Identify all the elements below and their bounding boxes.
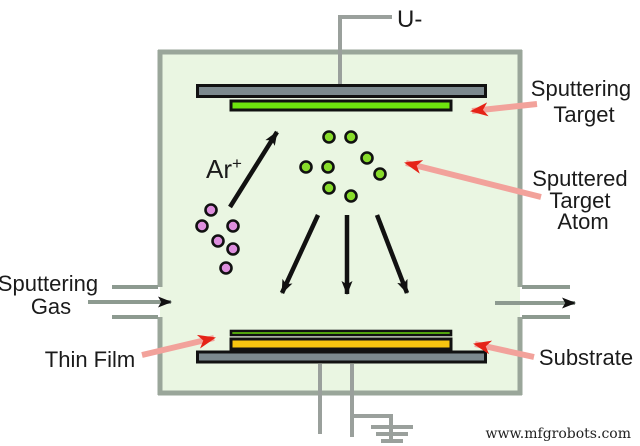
sputtering-gas-label-line2: Gas [31, 294, 71, 319]
thin-film-pointer-arrow [141, 334, 216, 358]
argon-ion-particle [195, 219, 209, 233]
sputtered-atom-particle [322, 130, 336, 144]
thin-film [229, 329, 453, 337]
substrate-label: Substrate [539, 345, 633, 370]
gas-outlet-pipe [522, 285, 570, 319]
thin-film-label: Thin Film [45, 347, 135, 372]
argon-ion-label-base: Ar [206, 154, 232, 184]
sputtered-atom-label-line3: Atom [557, 209, 608, 234]
cathode-electrode [196, 84, 487, 98]
trajectory-arrow-left [279, 214, 321, 294]
argon-ion-particle [204, 203, 218, 217]
voltage-label: U- [397, 6, 422, 33]
sputtered-atom-particle [344, 189, 358, 203]
sputtered-atom-label-line1: Sputtered [532, 166, 627, 191]
sputtered-atom-cloud [299, 130, 387, 203]
sputtered-atom-particle [344, 130, 358, 144]
pointer-arrows [141, 101, 542, 360]
substrate [229, 337, 453, 351]
argon-ion-particle [226, 242, 240, 256]
sputtered-atom-label-line2: Target [549, 188, 610, 213]
anode-electrode [196, 350, 487, 364]
sputtering-target-label-line2: Target [553, 102, 614, 127]
sputtering-target-label: Sputtering Target [531, 76, 637, 127]
argon-ion-particle [219, 261, 233, 275]
sputtering-target [229, 99, 453, 112]
argon-ion-label-sup: + [232, 154, 242, 173]
watermark: www.mfgrobots.com [486, 426, 631, 442]
sputtered-target-atom-label: Sputtered Target Atom [532, 166, 634, 234]
sputtering-target-label-line1: Sputtering [531, 76, 631, 101]
sputtered-atom-particle [360, 151, 374, 165]
argon-ion-particle [211, 234, 225, 248]
argon-ion-particle [226, 219, 240, 233]
argon-ion-cloud [195, 203, 240, 275]
sputtered-atom-particle [373, 167, 387, 181]
sputtered-atom-particle [299, 160, 313, 174]
sputtered-atom-particle [322, 181, 336, 195]
trajectory-arrow-right [374, 214, 410, 294]
sputtered-atom-particle [321, 160, 335, 174]
ground-symbol [371, 425, 413, 443]
voltage-wire [338, 15, 392, 86]
deposition-trajectory-arrows [279, 214, 410, 295]
atom-pointer-arrow [404, 160, 542, 200]
sputtering-gas-label-line1: Sputtering [0, 271, 98, 296]
argon-ion-arrow [228, 130, 279, 209]
argon-ion-label: Ar+ [206, 154, 242, 184]
substrate-pointer-arrow [473, 340, 535, 360]
target-pointer-arrow [470, 101, 538, 117]
gas-inlet-pipe [112, 285, 158, 319]
sputtering-gas-label: Sputtering Gas [0, 271, 104, 319]
